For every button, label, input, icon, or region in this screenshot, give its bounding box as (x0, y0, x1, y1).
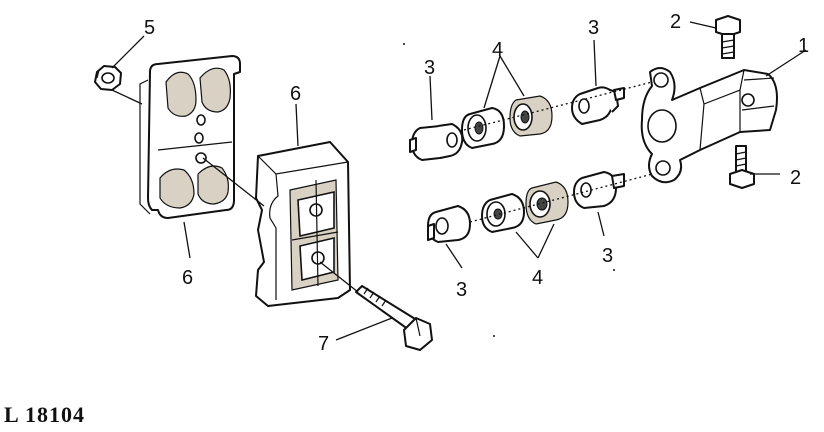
callout-3-upper-left: 3 (424, 57, 435, 79)
bushing-part-4-upper-1 (461, 107, 505, 149)
callout-6-front: 6 (290, 83, 301, 105)
callout-6-rear: 6 (182, 267, 193, 289)
bushing-part-4-lower-2 (525, 181, 569, 225)
support-plate-part-6-rear (139, 55, 241, 219)
callout-3-upper-right: 3 (588, 17, 599, 39)
spacer-part-3-upper-right (571, 86, 625, 125)
callout-2-top: 2 (670, 11, 681, 33)
bolt-part-2-bottom (729, 145, 755, 189)
callout-5: 5 (144, 17, 155, 39)
callout-7: 7 (318, 333, 329, 355)
spacer-part-3-lower-right (573, 171, 625, 209)
callout-labels: 1 2 2 3 3 3 3 4 4 5 6 6 7 (144, 11, 809, 355)
spacer-part-3-upper-left (409, 123, 464, 161)
bushing-part-4-lower-1 (481, 193, 525, 233)
alignment-lines-right (463, 79, 661, 223)
bolt-part-7 (355, 285, 433, 351)
bolt-part-2-top (715, 15, 741, 59)
callout-4-upper: 4 (492, 39, 503, 61)
callout-4-lower: 4 (532, 267, 543, 289)
bushing-part-4-upper-2 (509, 95, 553, 137)
alignment-lines-left (202, 157, 359, 293)
callout-3-lower-right: 3 (602, 245, 613, 267)
callout-2-bottom: 2 (790, 167, 801, 189)
leader-lines (111, 21, 807, 341)
callout-3-lower-left: 3 (456, 279, 467, 301)
support-plate-part-6-front (255, 141, 351, 307)
figure-id: L 18104 (4, 402, 85, 427)
spacer-part-3-lower-left (427, 205, 471, 243)
mounting-bracket-part-1 (640, 67, 778, 184)
nut-part-5 (94, 65, 122, 91)
callout-1: 1 (798, 35, 809, 57)
